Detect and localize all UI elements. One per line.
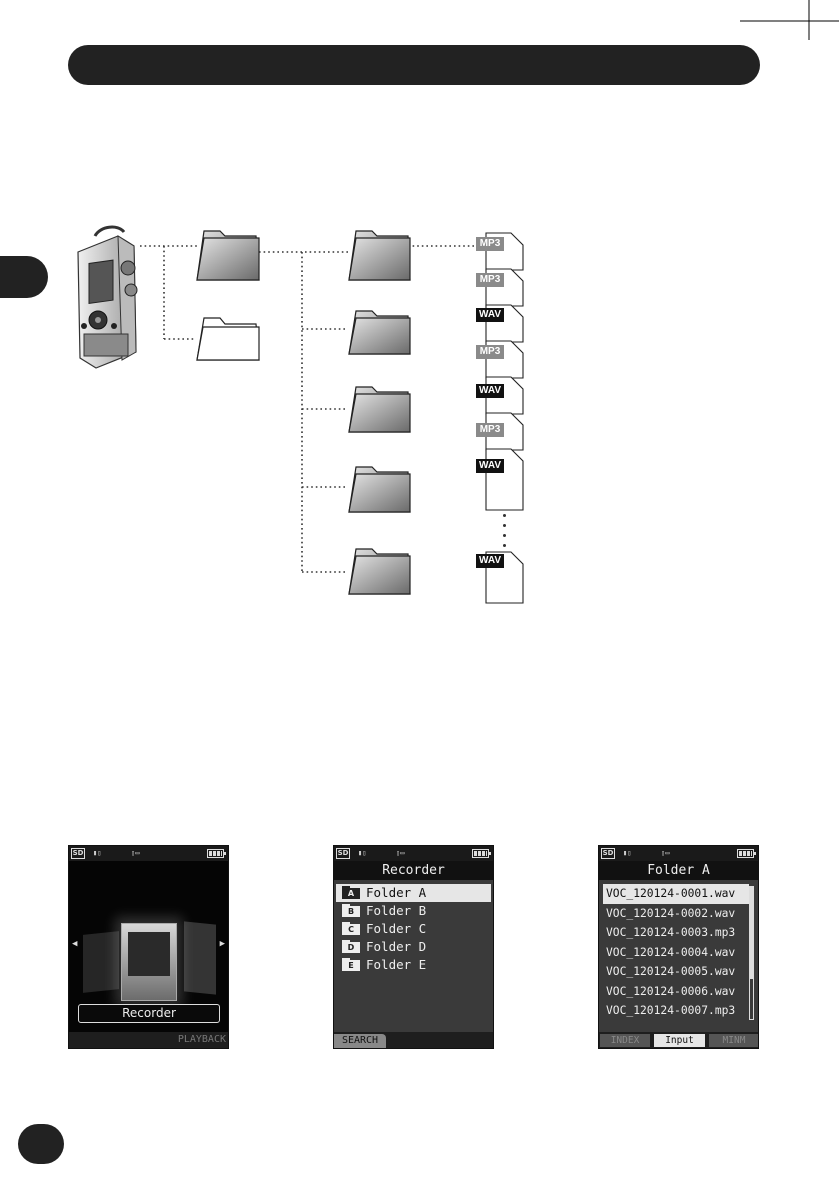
- folder-icon: E: [342, 958, 360, 971]
- sub-folder-b: [348, 310, 411, 355]
- file-list-item[interactable]: VOC_120124-0007.mp3: [606, 1004, 736, 1017]
- lcd-file-list-screen: SD ▮▯ ▯▭ Folder A VOC_120124-0001.wav VO…: [598, 845, 759, 1049]
- battery-icon: [207, 849, 226, 858]
- softkey-index[interactable]: INDEX: [600, 1034, 650, 1047]
- sub-folder-a: [348, 230, 411, 281]
- screen-title: Recorder: [334, 861, 493, 880]
- battery-icon: [472, 849, 491, 858]
- memory-icon: ▮▯: [623, 849, 632, 857]
- file-list-item[interactable]: VOC_120124-0002.wav: [606, 906, 736, 920]
- folder-list-item[interactable]: A Folder A: [336, 884, 491, 902]
- softkey-playback[interactable]: PLAYBACK: [177, 1034, 226, 1045]
- section-title-bar: [68, 45, 760, 85]
- folder-list-item[interactable]: C Folder C: [336, 920, 491, 938]
- folder-name: Folder B: [366, 903, 427, 918]
- folder-list: A Folder A B Folder B C Folder C D Folde…: [336, 884, 491, 974]
- softkey-minm[interactable]: MINM: [709, 1034, 758, 1047]
- ellipsis-dot: [503, 544, 506, 547]
- scrollbar[interactable]: [749, 886, 754, 1020]
- sd-card-icon: SD: [601, 848, 615, 859]
- file-badge: MP3: [476, 423, 504, 437]
- corner-rule: [740, 0, 839, 40]
- sd-card-icon: SD: [71, 848, 85, 859]
- sub-folder-e: [348, 548, 411, 595]
- carousel-item-left[interactable]: [83, 931, 119, 993]
- recorder-thumbnail: [128, 932, 170, 976]
- carousel-item-right[interactable]: [184, 921, 216, 995]
- connector-lines: [140, 245, 478, 573]
- folder-list-item[interactable]: B Folder B: [336, 902, 491, 920]
- file-list-item[interactable]: VOC_120124-0003.mp3: [606, 926, 736, 939]
- status-bar: SD ▮▯ ▯▭: [334, 846, 493, 861]
- folder-name: Folder D: [366, 939, 427, 954]
- carousel-item-recorder[interactable]: [121, 923, 177, 1001]
- sub-folder-c: [348, 386, 411, 433]
- recorder-device-illustration: [77, 225, 138, 369]
- page-number-badge: [18, 1124, 64, 1164]
- file-list-item[interactable]: VOC_120124-0004.wav: [606, 945, 736, 959]
- screen-title: Folder A: [599, 861, 758, 880]
- softkey-input[interactable]: Input: [654, 1034, 705, 1047]
- file-badge: WAV: [476, 554, 504, 568]
- folder-icon: B: [342, 904, 360, 917]
- ellipsis-dot: [503, 524, 506, 527]
- root-folder-filled: [196, 230, 260, 281]
- mic-sensitivity-icon: ▯▭: [131, 849, 140, 857]
- ellipsis-dot: [503, 534, 506, 537]
- arrow-left-icon[interactable]: ◀: [72, 939, 78, 949]
- lcd-folder-list-screen: SD ▮▯ ▯▭ Recorder A Folder A B Folder B …: [333, 845, 494, 1049]
- file-list: VOC_120124-0001.wav VOC_120124-0002.wav …: [603, 884, 749, 1021]
- file-list-item[interactable]: VOC_120124-0005.wav: [606, 965, 736, 978]
- file-list-item[interactable]: VOC_120124-0001.wav: [603, 884, 749, 904]
- battery-icon: [737, 849, 756, 858]
- folder-icon: D: [342, 940, 360, 953]
- folder-name: Folder C: [366, 921, 427, 936]
- scrollbar-thumb[interactable]: [750, 887, 753, 980]
- status-bar: SD ▮▯ ▯▭: [69, 846, 228, 861]
- softkey-bar: SEARCH: [334, 1032, 493, 1048]
- memory-icon: ▮▯: [358, 849, 367, 857]
- softkey-search[interactable]: SEARCH: [334, 1034, 386, 1048]
- folder-name: Folder E: [366, 957, 427, 972]
- folder-icon: A: [342, 886, 360, 899]
- folder-list-item[interactable]: E Folder E: [336, 956, 491, 974]
- mic-sensitivity-icon: ▯▭: [661, 849, 670, 857]
- folder-list-item[interactable]: D Folder D: [336, 938, 491, 956]
- arrow-right-icon[interactable]: ▶: [219, 939, 225, 949]
- folder-icon: C: [342, 922, 360, 935]
- file-badge: WAV: [476, 459, 504, 473]
- file-badge: WAV: [476, 308, 504, 322]
- file-badge: MP3: [476, 273, 504, 287]
- file-badge: WAV: [476, 384, 504, 398]
- file-badge: MP3: [476, 237, 504, 251]
- chapter-tab: [0, 256, 48, 298]
- ellipsis-dot: [503, 514, 506, 517]
- root-folder-empty: [196, 317, 260, 361]
- folder-structure-diagram: [77, 225, 524, 604]
- sd-card-icon: SD: [336, 848, 350, 859]
- file-pages: [485, 232, 524, 604]
- file-list-item[interactable]: VOC_120124-0006.wav: [606, 984, 736, 998]
- file-badge: MP3: [476, 345, 504, 359]
- sub-folder-d: [348, 466, 411, 513]
- mic-sensitivity-icon: ▯▭: [396, 849, 405, 857]
- folder-name: Folder A: [366, 885, 427, 900]
- memory-icon: ▮▯: [93, 849, 102, 857]
- status-bar: SD ▮▯ ▯▭: [599, 846, 758, 861]
- selected-mode-label: Recorder: [78, 1004, 220, 1023]
- lcd-home-screen: SD ▮▯ ▯▭ ◀ ▶ Recorder PLAYBACK: [68, 845, 229, 1049]
- softkey-bar: PLAYBACK: [69, 1032, 228, 1048]
- softkey-bar: INDEX Input MINM: [599, 1032, 758, 1048]
